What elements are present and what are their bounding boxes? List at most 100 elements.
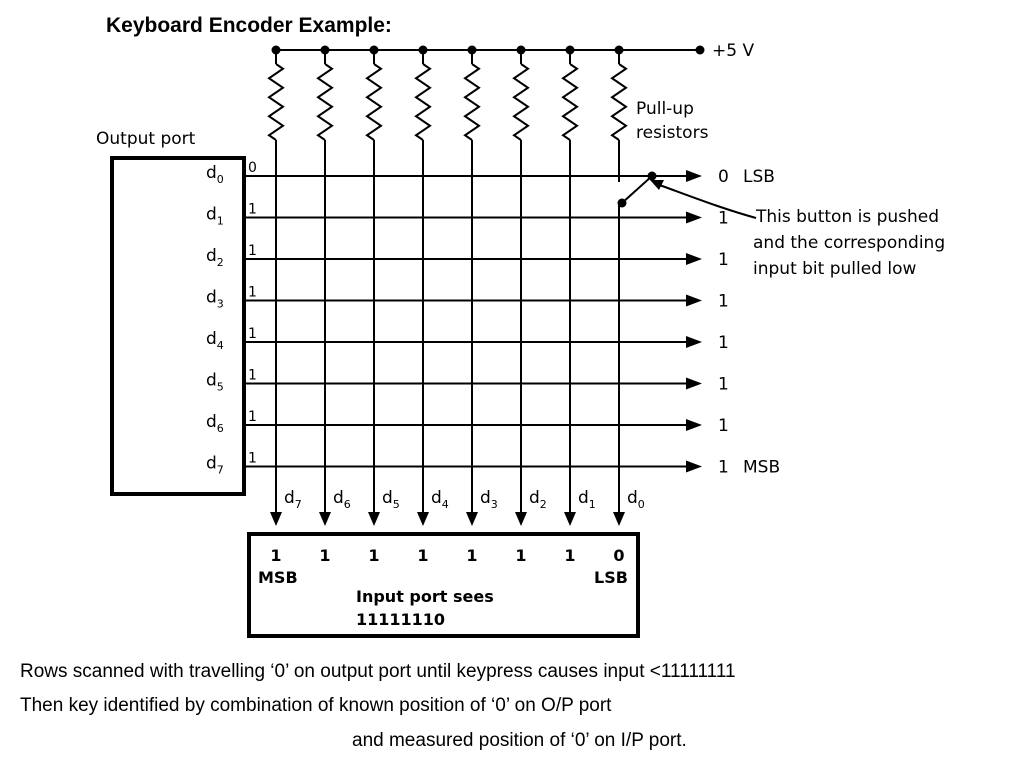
column-label-sub: 5: [393, 498, 400, 511]
row-label-sub: 7: [217, 464, 224, 477]
row-arrowhead: [686, 294, 702, 307]
input-bit: 1: [319, 546, 330, 565]
column-arrowhead: [515, 512, 527, 526]
input-bit: 0: [613, 546, 624, 565]
row-arrowhead: [686, 253, 702, 265]
input-bit: 1: [564, 546, 575, 565]
column-label: d5: [382, 488, 400, 511]
pullup-resistor: [414, 63, 432, 141]
row-drive-bit: 1: [248, 409, 257, 425]
input-port-bits: 1 1 1 1 1 1 1 0: [270, 546, 624, 565]
column-label: d7: [284, 488, 302, 511]
pullup-resistor: [267, 63, 285, 141]
column-arrowhead: [270, 512, 282, 526]
row-result-bit: 0: [718, 167, 729, 187]
input-bit: 1: [270, 546, 281, 565]
page-title: Keyboard Encoder Example:: [106, 14, 392, 37]
row-drive-bit: 1: [248, 243, 257, 259]
row-drive-bit: 1: [248, 326, 257, 342]
column-label: d6: [333, 488, 351, 511]
input-bit: 1: [368, 546, 379, 565]
row-end-label: LSB: [743, 167, 775, 187]
row-label-sub: 2: [217, 256, 224, 269]
row-drive-bit: 1: [248, 451, 257, 467]
row-label-sub: 5: [217, 381, 224, 394]
row-drive-bit: 1: [248, 285, 257, 301]
row-arrowhead: [686, 170, 702, 182]
row-label: d6: [206, 412, 224, 435]
row-label-sub: 0: [217, 173, 224, 186]
row-label: d0: [206, 163, 224, 186]
column-label: d3: [480, 488, 498, 511]
column-arrowhead: [613, 512, 625, 526]
column-label-sub: 4: [442, 498, 449, 511]
row-drive-bit: 0: [248, 160, 257, 176]
column-label: d1: [578, 488, 596, 511]
row-label-sub: 3: [217, 298, 224, 311]
caption-line3: and measured position of ‘0’ on I/P port…: [352, 730, 687, 751]
row-result-bit: 1: [718, 416, 729, 436]
column-label: d0: [627, 488, 645, 511]
row-label-sub: 1: [217, 215, 224, 228]
input-port-msb: MSB: [258, 568, 298, 587]
row-label: d2: [206, 246, 224, 269]
column-label: d4: [431, 488, 449, 511]
row-label: d1: [206, 205, 224, 228]
output-port-box: [110, 156, 246, 496]
input-port-value: 11111110: [356, 610, 445, 629]
row-arrowhead: [686, 460, 702, 473]
row-arrowhead: [686, 211, 702, 224]
row-result-bit: 1: [718, 250, 729, 270]
column-label-sub: 6: [344, 498, 351, 511]
column-label-sub: 2: [540, 498, 547, 511]
column-arrowhead: [417, 512, 429, 526]
pullup-resistor: [316, 63, 334, 141]
column-arrowhead: [368, 512, 380, 526]
row-label-sub: 6: [217, 422, 224, 435]
annotation-leader: [653, 182, 757, 219]
pullup-resistor: [463, 63, 481, 141]
caption-line1: Rows scanned with travelling ‘0’ on outp…: [20, 661, 736, 682]
input-port-sees-label: Input port sees: [356, 587, 494, 606]
column-lines: d7 d6 d5 d4 d3 d2 d1 d0: [267, 45, 645, 526]
row-label: d5: [206, 371, 224, 394]
column-label: d2: [529, 488, 547, 511]
input-port-box: [247, 532, 640, 638]
column-label-sub: 3: [491, 498, 498, 511]
row-end-label: MSB: [743, 458, 780, 478]
pullup-resistor: [365, 63, 383, 141]
column-arrowhead: [319, 512, 331, 526]
row-label: d7: [206, 454, 224, 477]
annotation-arrowhead: [650, 180, 664, 190]
output-port-label: Output port: [96, 129, 196, 149]
row-drive-bit: 1: [248, 202, 257, 218]
input-port-lsb: LSB: [594, 568, 628, 587]
row-label-sub: 4: [217, 339, 224, 352]
column-label-sub: 1: [589, 498, 596, 511]
pullup-label-line1: Pull-up: [636, 99, 694, 119]
pullup-resistor: [610, 63, 628, 141]
pullup-label-line2: resistors: [636, 123, 709, 143]
annotation-line1: This button is pushed: [755, 207, 939, 227]
pullup-resistor: [561, 63, 579, 141]
row-arrowhead: [686, 336, 702, 348]
row-arrowhead: [686, 419, 702, 431]
column-label-sub: 0: [638, 498, 645, 511]
annotation-line2: and the corresponding: [753, 233, 945, 253]
row-result-bit: 1: [718, 333, 729, 353]
row-result-bit: 1: [718, 458, 729, 478]
row-arrowhead: [686, 377, 702, 390]
pushed-button-switch: [621, 175, 653, 204]
row-result-bit: 1: [718, 209, 729, 229]
caption-line2: Then key identified by combination of kn…: [20, 695, 612, 716]
input-bit: 1: [515, 546, 526, 565]
pullup-resistor: [512, 63, 530, 141]
row-result-bit: 1: [718, 292, 729, 312]
input-bit: 1: [417, 546, 428, 565]
row-label: d4: [206, 329, 224, 352]
row-result-bit: 1: [718, 375, 729, 395]
input-bit: 1: [466, 546, 477, 565]
supply-label: +5 V: [712, 41, 754, 61]
